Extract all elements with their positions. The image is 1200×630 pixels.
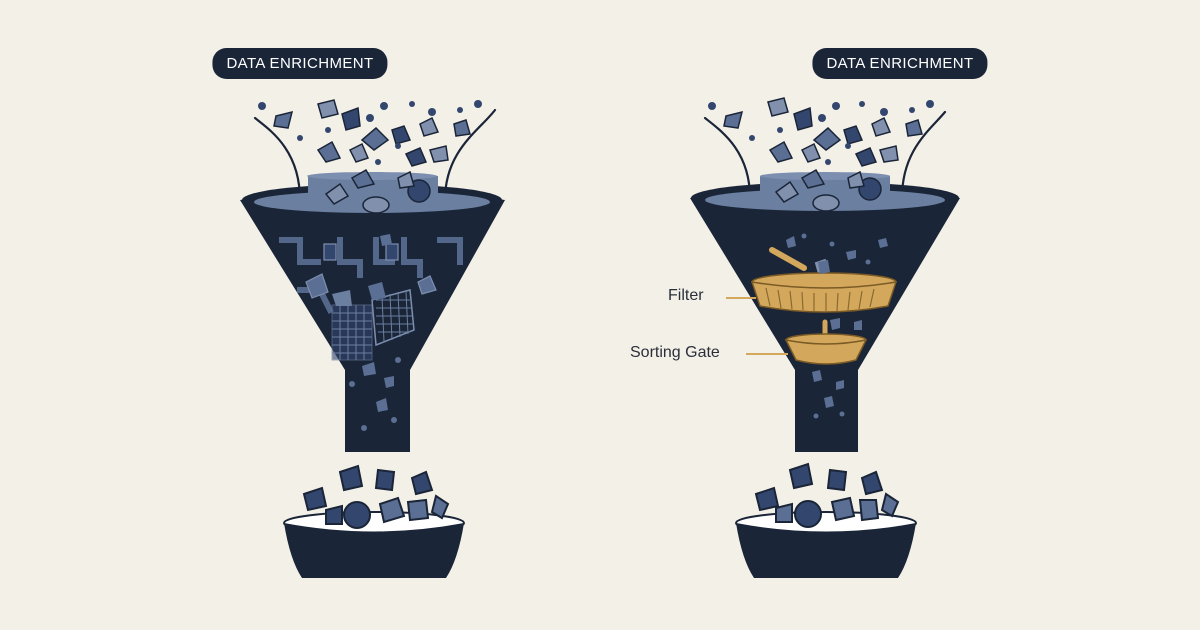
output-bowl: [283, 464, 465, 578]
panel-title-left: DATA ENRICHMENT: [212, 48, 388, 79]
sorting-gate-mechanism: [746, 319, 868, 365]
funnel-particles: [786, 233, 888, 419]
output-bowl: [735, 462, 917, 578]
sieve-grid: [331, 289, 415, 361]
incoming-particles: [258, 99, 482, 167]
filter-mechanism: [726, 247, 898, 313]
filter-label: Filter: [668, 287, 704, 304]
funnel-diagram-left: [240, 99, 505, 578]
maze-blocks: [323, 243, 399, 261]
spray-lines: [253, 108, 497, 202]
panel-title-right: DATA ENRICHMENT: [812, 48, 988, 79]
sorting-gate-label: Sorting Gate: [630, 344, 720, 361]
incoming-particles: [708, 97, 934, 167]
panel-right: DATA ENRICHMENT: [600, 0, 1200, 630]
internal-maze: [279, 237, 463, 315]
panel-left: DATA ENRICHMENT: [212, 48, 505, 578]
funnel-diagram-right: [690, 97, 960, 578]
spray-lines: [703, 110, 947, 200]
funnel-particles: [305, 234, 437, 431]
